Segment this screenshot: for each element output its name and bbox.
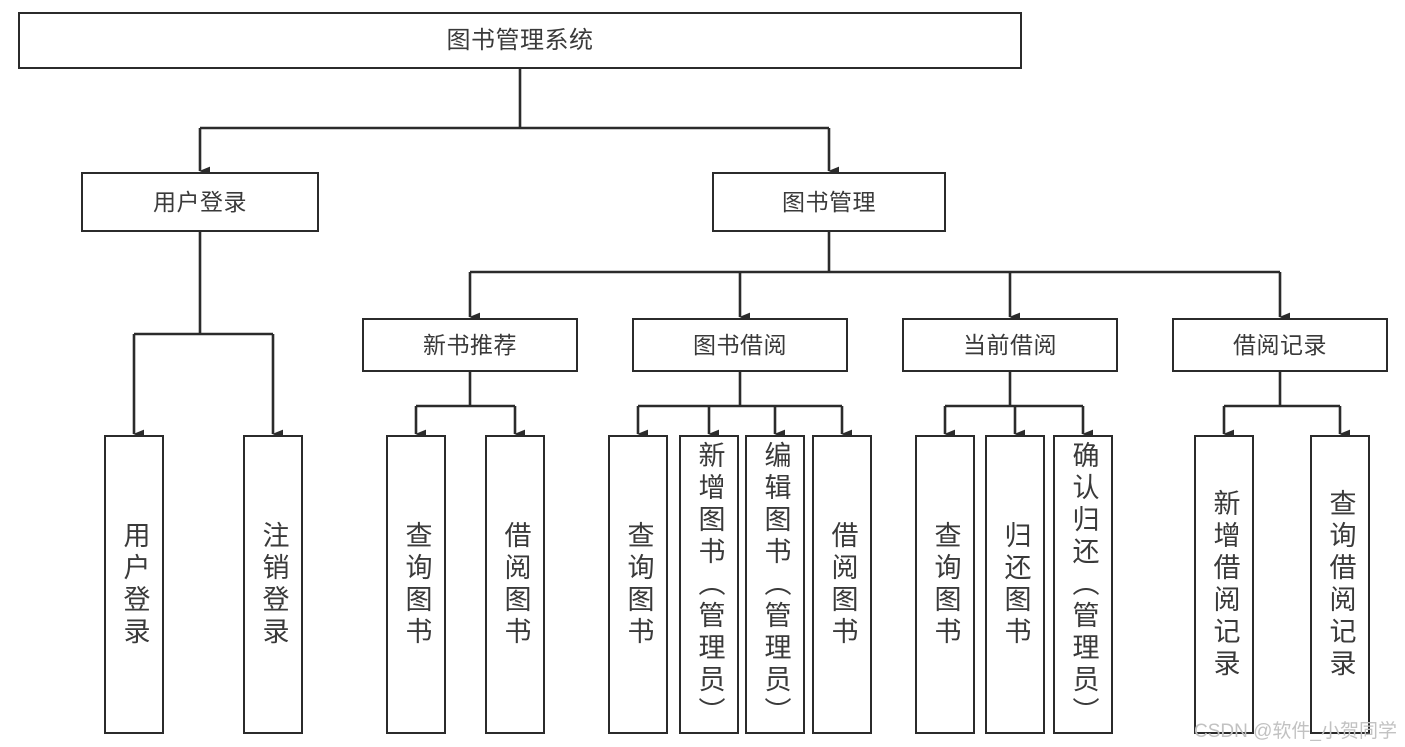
node-borrow-record[interactable]: 借阅记录 [1172, 318, 1388, 372]
node-leaf-user-login[interactable]: 用户登录 [104, 435, 164, 734]
node-label: 查询图书 [930, 520, 961, 649]
node-leaf-return-book[interactable]: 归还图书 [985, 435, 1045, 734]
node-label: 编辑图书（管理员） [760, 440, 791, 729]
node-label: 注销登录 [258, 520, 289, 649]
node-label: 用户登录 [153, 188, 247, 215]
node-leaf-confirm-return[interactable]: 确认归还（管理员） [1053, 435, 1113, 734]
node-label: 当前借阅 [963, 331, 1057, 358]
node-new-book-rec[interactable]: 新书推荐 [362, 318, 578, 372]
node-book-manage[interactable]: 图书管理 [712, 172, 946, 232]
node-leaf-edit-book[interactable]: 编辑图书（管理员） [745, 435, 805, 734]
node-label: 借阅图书 [827, 520, 858, 649]
node-leaf-add-record[interactable]: 新增借阅记录 [1194, 435, 1254, 734]
node-leaf-query-book-3[interactable]: 查询图书 [915, 435, 975, 734]
node-label: 借阅图书 [500, 520, 531, 649]
node-label: 查询图书 [623, 520, 654, 649]
node-label: 查询借阅记录 [1325, 488, 1356, 681]
node-user-login[interactable]: 用户登录 [81, 172, 319, 232]
csdn-watermark: CSDN @软件_小贺同学 [1194, 721, 1397, 742]
node-leaf-borrow-book-1[interactable]: 借阅图书 [485, 435, 545, 734]
node-label: 归还图书 [1000, 520, 1031, 649]
node-label: 新增图书（管理员） [694, 440, 725, 729]
node-leaf-query-book-1[interactable]: 查询图书 [386, 435, 446, 734]
node-label: 用户登录 [119, 520, 150, 649]
node-leaf-logout[interactable]: 注销登录 [243, 435, 303, 734]
node-label: 新增借阅记录 [1209, 488, 1240, 681]
node-label: 确认归还（管理员） [1068, 440, 1099, 729]
node-current-borrow[interactable]: 当前借阅 [902, 318, 1118, 372]
node-label: 查询图书 [401, 520, 432, 649]
node-leaf-add-book[interactable]: 新增图书（管理员） [679, 435, 739, 734]
node-label: 新书推荐 [423, 331, 517, 358]
node-label: 图书管理系统 [446, 26, 594, 54]
node-label: 图书管理 [782, 188, 876, 215]
node-leaf-query-book-2[interactable]: 查询图书 [608, 435, 668, 734]
node-leaf-query-record[interactable]: 查询借阅记录 [1310, 435, 1370, 734]
node-leaf-borrow-book-2[interactable]: 借阅图书 [812, 435, 872, 734]
node-book-borrow[interactable]: 图书借阅 [632, 318, 848, 372]
node-root[interactable]: 图书管理系统 [18, 12, 1022, 69]
node-label: 借阅记录 [1233, 331, 1327, 358]
node-label: 图书借阅 [693, 331, 787, 358]
